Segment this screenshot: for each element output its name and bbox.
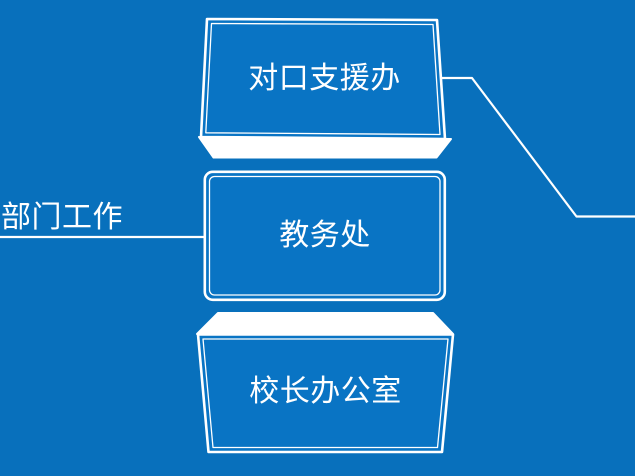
box-bottom-face-inner bbox=[202, 338, 449, 449]
box-middle-face bbox=[203, 170, 447, 302]
node-box-top bbox=[198, 17, 452, 159]
root-label: 部门工作 bbox=[1, 201, 123, 234]
box-top-face bbox=[199, 17, 447, 141]
node-label-top: 对口支援办 bbox=[248, 62, 401, 95]
node-box-middle bbox=[203, 170, 447, 302]
node-box-bottom bbox=[196, 312, 455, 454]
box-top-face-inner bbox=[205, 22, 441, 136]
node-label-bottom: 校长办公室 bbox=[249, 375, 402, 408]
box-bottom-topside bbox=[196, 312, 454, 335]
connector-top-to-right bbox=[441, 76, 635, 218]
box-middle-face-inner bbox=[208, 175, 441, 296]
node-label-middle: 教务处 bbox=[279, 219, 371, 252]
box-bottom-face bbox=[196, 333, 455, 454]
box-top-underside bbox=[198, 136, 452, 159]
